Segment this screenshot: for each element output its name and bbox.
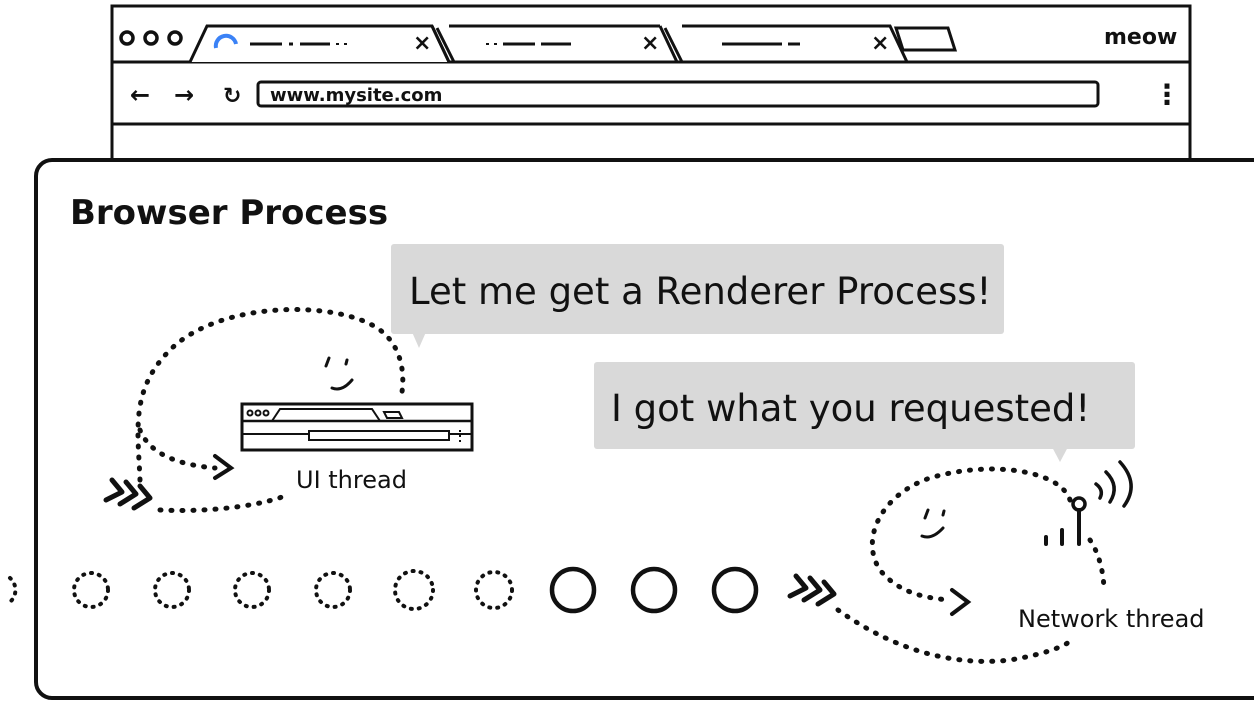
- pending-task-circle: [153, 571, 191, 609]
- active-task-circle: [711, 566, 759, 614]
- ui-thread-dotted-path: [135, 307, 406, 483]
- active-task-circle: [549, 566, 597, 614]
- ui-thread-label: UI thread: [296, 466, 407, 494]
- network-thread-label: Network thread: [1018, 605, 1205, 633]
- spinner-icon: [213, 33, 238, 49]
- dotted-circle-partial: [8, 576, 18, 604]
- signal-waves-icon: [1094, 460, 1133, 508]
- network-thread-arrowhead: [950, 588, 972, 616]
- tab-close-icon[interactable]: ×: [413, 31, 431, 56]
- chevron-arrows-icon: [103, 477, 153, 511]
- pending-task-circle: [393, 569, 435, 611]
- network-face-eye: [941, 509, 946, 517]
- back-arrow-icon[interactable]: ←: [130, 81, 150, 109]
- task-queue: [8, 566, 759, 614]
- ui-bubble-background: [391, 244, 1004, 334]
- network-bubble-text: I got what you requested!: [611, 387, 1090, 430]
- pending-task-circle: [314, 571, 352, 609]
- tab-3-outline: [663, 24, 909, 63]
- window-close-button[interactable]: [119, 30, 135, 46]
- tab-close-icon[interactable]: ×: [641, 31, 659, 56]
- ui-bubble-text: Let me get a Renderer Process!: [409, 270, 991, 313]
- network-thread-character: [787, 460, 1133, 664]
- tab-close-icon[interactable]: ×: [871, 31, 889, 56]
- tab-1[interactable]: ×: [188, 24, 451, 63]
- active-task-circle: [630, 566, 678, 614]
- network-face-smile: [920, 526, 945, 539]
- browser-window: × × × meow ← → ↻ www.mysite.com ⋮: [110, 4, 1192, 168]
- tab-2[interactable]: ×: [430, 24, 679, 63]
- network-thread-dotted-path: [869, 466, 1073, 603]
- ui-speech-bubble: Let me get a Renderer Process!: [391, 244, 1004, 348]
- ui-thread-bottom-dots: [157, 494, 285, 513]
- network-bubble-background: [594, 362, 1135, 449]
- menu-icon[interactable]: ⋮: [1153, 78, 1181, 111]
- network-speech-bubble: I got what you requested!: [594, 362, 1135, 462]
- forward-arrow-icon[interactable]: →: [174, 81, 194, 109]
- antenna-icon: [1044, 496, 1087, 546]
- tab-3[interactable]: ×: [663, 24, 909, 63]
- new-tab-icon[interactable]: [893, 26, 958, 52]
- tab-2-left-edge: [435, 27, 456, 63]
- network-thread-bottom-dots: [835, 607, 1075, 664]
- pending-task-circle: [72, 571, 110, 609]
- ui-thread-dotted-tail: [137, 427, 218, 471]
- window-label: meow: [1104, 25, 1177, 50]
- network-face-eye: [923, 508, 930, 520]
- ui-face-eye: [344, 358, 349, 366]
- reload-icon[interactable]: ↻: [223, 84, 241, 109]
- pending-task-circle: [233, 571, 271, 609]
- ui-thread-character: [103, 307, 474, 513]
- pending-task-circle: [474, 570, 514, 610]
- ui-bubble-tail: [412, 332, 426, 348]
- window-controls[interactable]: [119, 30, 183, 46]
- window-minimize-button[interactable]: [143, 30, 159, 46]
- window-maximize-button[interactable]: [167, 30, 183, 46]
- ui-thread-arrowhead: [213, 454, 235, 480]
- ui-face-smile: [330, 378, 354, 391]
- network-bubble-tail: [1052, 447, 1068, 462]
- ui-face-eye: [324, 356, 331, 368]
- chevron-arrows-icon: [787, 573, 837, 607]
- address-bar[interactable]: [256, 80, 1100, 108]
- process-title: Browser Process: [70, 193, 388, 233]
- mini-browser-icon: [240, 402, 474, 452]
- tab-2-outline: [430, 24, 679, 63]
- address-text: www.mysite.com: [270, 85, 442, 106]
